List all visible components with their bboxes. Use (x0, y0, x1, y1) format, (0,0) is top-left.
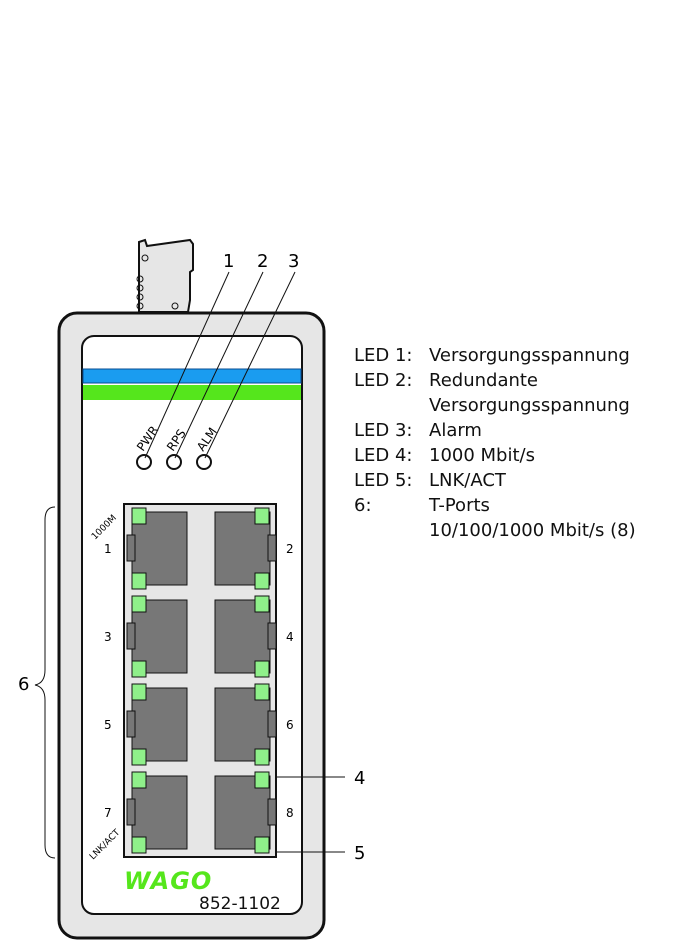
legend-key: LED 2: (354, 370, 413, 391)
legend-row: LED 5: LNK/ACT (354, 468, 636, 493)
legend-row: 10/100/1000 Mbit/s (8) (354, 518, 636, 543)
legend-key: LED 3: (354, 420, 413, 441)
led-1000m (254, 771, 270, 789)
led-1000m (131, 683, 147, 701)
din-rail-clip (136, 238, 194, 313)
legend-value: Alarm (429, 420, 482, 441)
legend-row: Versorgungsspannung (354, 393, 636, 418)
legend-row: LED 3: Alarm (354, 418, 636, 443)
callout-4: 4 (354, 768, 365, 789)
port-label: 5 (104, 718, 112, 732)
legend-key (354, 518, 429, 543)
brace-ports (34, 506, 56, 859)
legend-key: LED 4: (354, 445, 413, 466)
legend-row: LED 4: 1000 Mbit/s (354, 443, 636, 468)
status-leds: PWR RPS ALM (134, 423, 220, 470)
legend-value: Versorgungsspannung (429, 345, 630, 366)
led-1000m (254, 507, 270, 525)
legend-value: 1000 Mbit/s (429, 445, 535, 466)
callout-5: 5 (354, 843, 365, 864)
port-label: 8 (286, 806, 294, 820)
port-label: 4 (286, 630, 294, 644)
port-notch (267, 534, 277, 562)
led-pwr (136, 454, 152, 470)
led-lnk-act (131, 748, 147, 766)
led-1000m (131, 595, 147, 613)
legend-key: LED 1: (354, 345, 413, 366)
led-lnk-act (131, 660, 147, 678)
legend-value: T-Ports (429, 495, 490, 516)
callout-2: 2 (257, 251, 268, 272)
led-lnk-act (254, 836, 270, 854)
callout-6: 6 (18, 674, 29, 695)
port-label: 7 (104, 806, 112, 820)
port-label: 2 (286, 542, 294, 556)
blue-stripe (82, 368, 302, 384)
legend-value: 10/100/1000 Mbit/s (8) (429, 520, 636, 541)
port-notch (126, 622, 136, 650)
port-notch (126, 710, 136, 738)
led-lnk-act (254, 748, 270, 766)
legend-row: LED 1: Versorgungsspannung (354, 343, 636, 368)
led-1000m (254, 683, 270, 701)
legend-key: LED 5: (354, 470, 413, 491)
green-stripe (83, 385, 301, 400)
legend-row: LED 2: Redundante (354, 368, 636, 393)
port-label: 1 (104, 542, 112, 556)
callout-lines (144, 271, 345, 853)
led-1000m (131, 771, 147, 789)
led-1000m (254, 595, 270, 613)
led-lnk-act (254, 572, 270, 590)
port-notch (267, 798, 277, 826)
model-number: 852-1102 (199, 894, 281, 914)
callout-1: 1 (223, 251, 234, 272)
wago-logo: WAGO (124, 867, 212, 895)
legend-row: 6: T-Ports (354, 493, 636, 518)
callout-3: 3 (288, 251, 299, 272)
legend-value: LNK/ACT (429, 470, 506, 491)
legend-key: 6: (354, 495, 372, 516)
port-notch (267, 710, 277, 738)
led-alm (196, 454, 212, 470)
legend-value: Versorgungsspannung (429, 395, 630, 416)
led-lnk-act (254, 660, 270, 678)
led-rps (166, 454, 182, 470)
port-notch (267, 622, 277, 650)
led-lnk-act (131, 836, 147, 854)
port-notch (126, 798, 136, 826)
led-lnk-act (131, 572, 147, 590)
port-label: 6 (286, 718, 294, 732)
legend-value: Redundante (429, 370, 539, 391)
port-notch (126, 534, 136, 562)
led-1000m (131, 507, 147, 525)
port-label: 3 (104, 630, 112, 644)
legend-key (354, 393, 429, 418)
